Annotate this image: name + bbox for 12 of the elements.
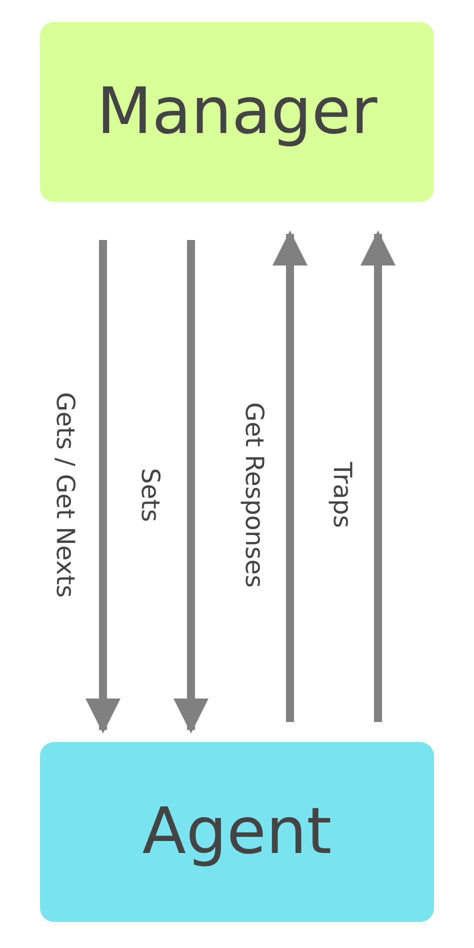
process-box	[40, 22, 434, 202]
node-label: Agent	[142, 800, 332, 864]
edge-label: Traps	[330, 462, 355, 528]
process-box	[40, 742, 434, 922]
arrow	[173, 240, 209, 734]
node-label: Manager	[96, 80, 378, 144]
edge-label: Gets / Get Nexts	[53, 392, 78, 598]
arrow	[85, 240, 121, 734]
edge-label: Get Responses	[242, 402, 267, 588]
arrow	[360, 230, 396, 722]
arrow	[272, 230, 308, 722]
edge-label: Sets	[138, 468, 163, 522]
